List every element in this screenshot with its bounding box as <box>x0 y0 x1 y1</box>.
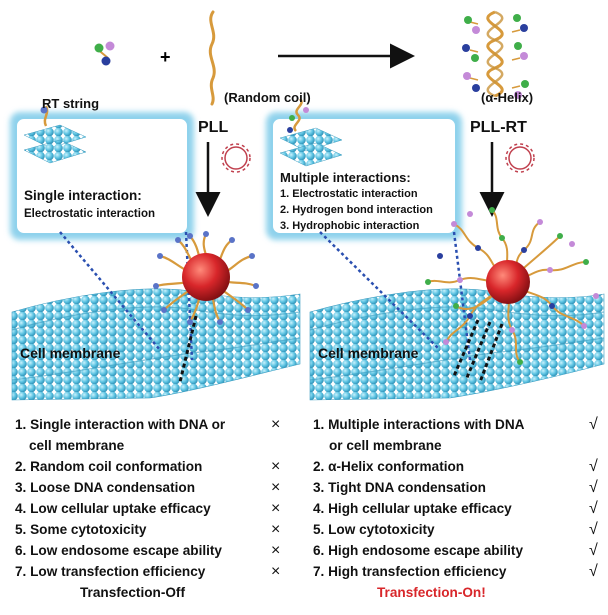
rt-string-label: RT string <box>42 96 100 111</box>
left-box-title: Single interaction: <box>24 188 142 203</box>
list-item-continuation: cell membrane <box>29 438 125 453</box>
list-item: 7. High transfection efficiency√ <box>313 563 598 580</box>
list-item: 2. Random coil conformation× <box>15 458 281 475</box>
pll-dna-polyplex-left <box>153 231 259 325</box>
alpha-helix-icon <box>462 10 529 99</box>
right-box-item-2: 2. Hydrogen bond interaction <box>280 204 433 216</box>
alpha-helix-label: (α-Helix) <box>481 90 534 105</box>
right-box-item-1: 1. Electrostatic interaction <box>280 188 418 200</box>
list-item: 7. Low transfection efficiency× <box>15 563 281 580</box>
check-mark: √ <box>589 479 598 496</box>
cross-mark: × <box>271 521 281 538</box>
contact-lines-right <box>452 319 504 383</box>
transfection-on-label: Transfection-On! <box>377 585 486 600</box>
right-box-membrane-icon <box>279 98 343 167</box>
zoom-guides-right <box>319 231 472 361</box>
cross-mark: × <box>271 416 281 433</box>
zoom-guides-left <box>59 231 194 361</box>
check-mark: √ <box>589 542 598 559</box>
cell-membrane-label-left: Cell membrane <box>20 345 121 361</box>
cell-membrane-label-right: Cell membrane <box>318 345 419 361</box>
check-mark: √ <box>589 416 598 433</box>
cross-mark: × <box>271 479 281 496</box>
contact-lines-left <box>178 315 198 383</box>
pll-rt-label: PLL-RT <box>470 119 527 136</box>
check-mark: √ <box>589 563 598 580</box>
cross-mark: × <box>271 500 281 517</box>
transfection-off-label: Transfection-Off <box>80 585 185 600</box>
cross-mark: × <box>271 458 281 475</box>
list-item: 2. α-Helix conformation√ <box>313 458 598 475</box>
list-item: 5. Low cytotoxicity√ <box>313 521 598 538</box>
cross-mark: × <box>271 563 281 580</box>
dna-ring-icon-right <box>505 143 535 173</box>
plus-sign: + <box>160 47 171 67</box>
list-item: 3. Tight DNA condensation√ <box>313 479 598 496</box>
check-mark: √ <box>589 458 598 475</box>
left-box-item: Electrostatic interaction <box>24 208 156 220</box>
dna-ring-icon-left <box>221 143 251 173</box>
list-item: 1. Multiple interactions with DNA√ <box>313 416 598 433</box>
check-mark: √ <box>589 521 598 538</box>
left-property-list: 1. Single interaction with DNA or× cell … <box>15 414 295 582</box>
right-property-list: 1. Multiple interactions with DNA√ or ce… <box>313 414 605 582</box>
check-mark: √ <box>589 500 598 517</box>
list-item: 4. Low cellular uptake efficacy× <box>15 500 281 517</box>
list-item: 4. High cellular uptake efficacy√ <box>313 500 598 517</box>
right-box-item-3: 3. Hydrophobic interaction <box>280 220 420 232</box>
right-box-title: Multiple interactions: <box>280 170 411 185</box>
list-item: 6. Low endosome escape ability× <box>15 542 281 559</box>
list-item-continuation: or cell membrane <box>329 438 442 453</box>
list-item: 6. High endosome escape ability√ <box>313 542 598 559</box>
random-coil-label: (Random coil) <box>224 90 311 105</box>
pll-label: PLL <box>198 119 229 136</box>
list-item: 3. Loose DNA condensation× <box>15 479 281 496</box>
pllrt-dna-polyplex-right <box>425 207 599 365</box>
list-item: 5. Some cytotoxicity× <box>15 521 281 538</box>
left-box-membrane-icon <box>23 105 87 164</box>
cross-mark: × <box>271 542 281 559</box>
list-item: 1. Single interaction with DNA or× <box>15 416 281 433</box>
cell-membrane-left <box>11 288 301 401</box>
rt-string-icon <box>94 41 115 66</box>
random-coil-icon <box>208 10 216 106</box>
